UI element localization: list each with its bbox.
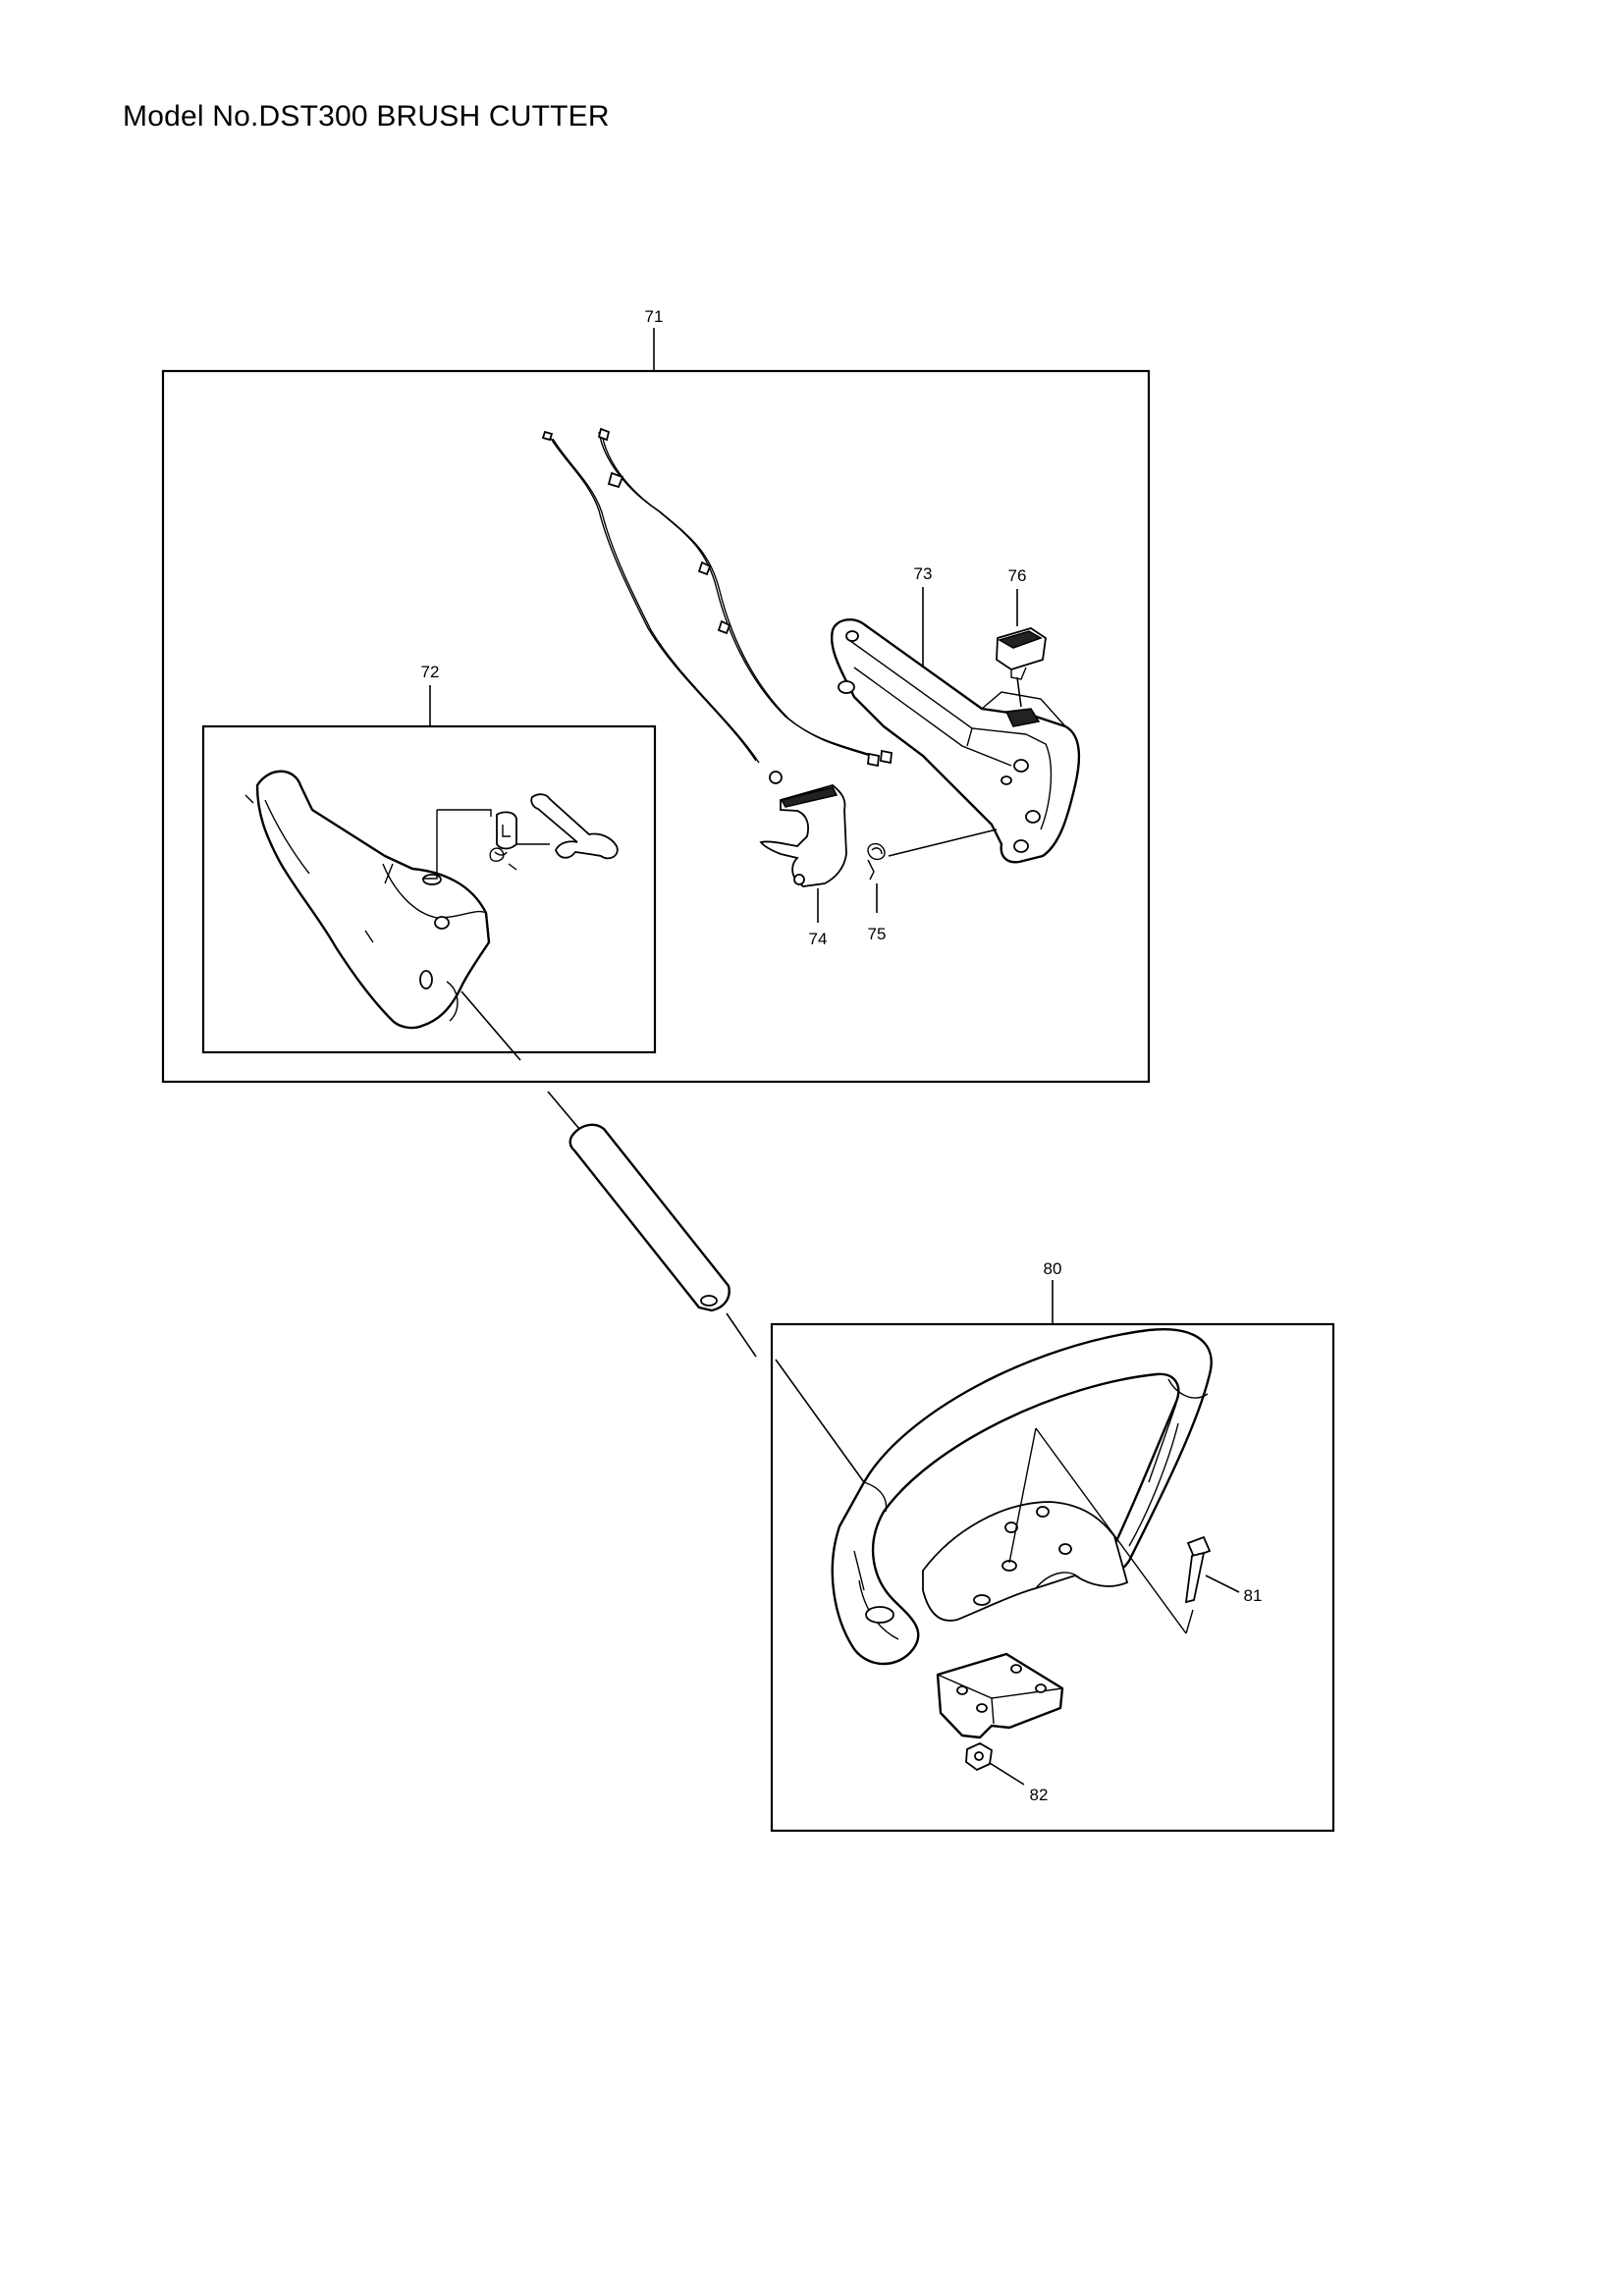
loop-handle-drawing xyxy=(775,1328,1213,1666)
bolt-81: 81 xyxy=(1184,1535,1263,1605)
switch-76: 76 xyxy=(996,566,1047,708)
callout-74: 74 xyxy=(809,930,828,948)
nut-82: 82 xyxy=(965,1741,1049,1804)
wiring-cable-drawing xyxy=(541,427,893,784)
assembly-71: 71 xyxy=(161,307,1151,1084)
throttle-trigger-drawing xyxy=(422,793,619,880)
callout-76: 76 xyxy=(1008,566,1027,585)
lever-74: 74 xyxy=(759,784,847,948)
spring-75: 75 xyxy=(867,828,998,943)
assembly-80: 80 xyxy=(770,1259,1335,1833)
callout-75: 75 xyxy=(868,925,887,943)
assembly-72: 72 xyxy=(201,663,657,1054)
handle-housing-73: 73 xyxy=(831,564,1081,864)
callout-72: 72 xyxy=(421,663,440,681)
assembly-71-frame xyxy=(161,369,1151,1084)
assembly-72-frame xyxy=(201,724,657,1054)
clamp-block-drawing xyxy=(936,1652,1064,1739)
callout-81: 81 xyxy=(1244,1586,1263,1605)
grip-handle-drawing xyxy=(244,770,491,1030)
page-title: Model No.DST300 BRUSH CUTTER xyxy=(123,100,610,133)
callout-80: 80 xyxy=(1044,1259,1062,1278)
shaft-tube-drawing xyxy=(460,990,757,1358)
callout-73: 73 xyxy=(914,564,933,583)
callout-82: 82 xyxy=(1030,1786,1049,1804)
callout-71: 71 xyxy=(645,307,664,326)
